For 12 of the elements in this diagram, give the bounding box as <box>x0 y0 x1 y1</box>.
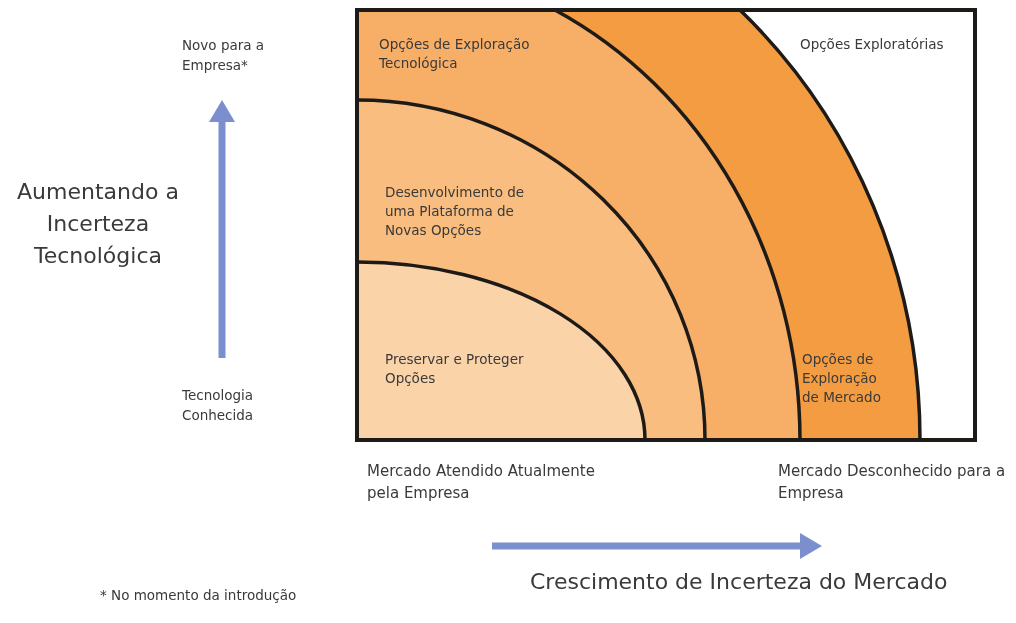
axis-end-label: Mercado Atendido Atualmente pela Empresa <box>367 461 596 504</box>
region-label: Opções de Exploração Tecnológica <box>379 35 531 73</box>
axis-title: Crescimento de Incerteza do Mercado <box>530 568 949 596</box>
region-label: Opções Exploratórias <box>800 35 945 54</box>
region-label: Preservar e Proteger Opções <box>385 350 525 388</box>
region-label: Desenvolvimento de uma Plataforma de Novas Opções <box>385 183 526 240</box>
axis-end-label: Novo para a Empresa* <box>182 36 266 75</box>
region-label: Opções de Exploração de Mercado <box>802 350 882 407</box>
axis-title: Aumentando a Incerteza Tecnológica <box>16 178 180 270</box>
axis-end-label: Mercado Desconhecido para a Empresa <box>778 461 1007 504</box>
axis-end-label: Tecnologia Conhecida <box>182 386 255 425</box>
footnote: * No momento da introdução <box>100 586 298 605</box>
